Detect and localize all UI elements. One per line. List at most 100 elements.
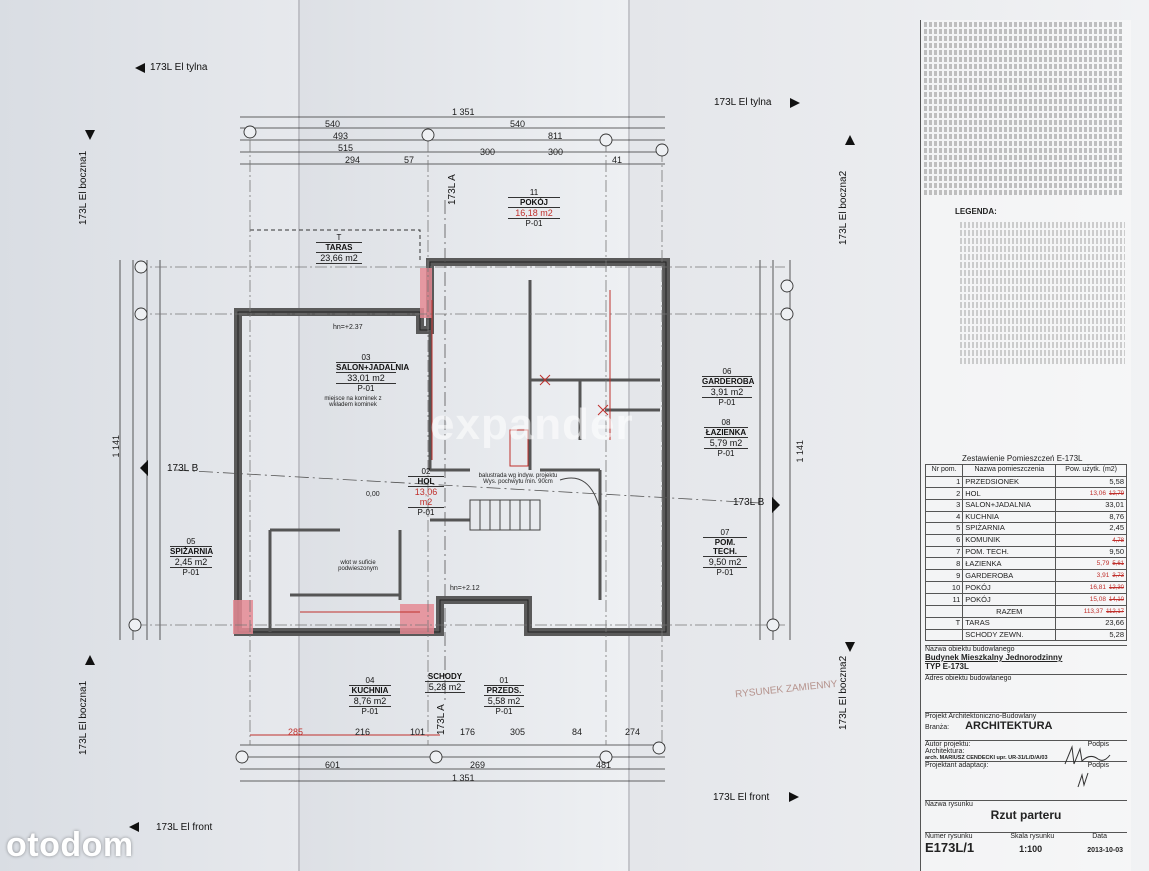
room-name: POKÓJ <box>508 198 560 208</box>
legend-title: LEGENDA: <box>955 207 997 216</box>
object-box: Nazwa obiektu budowlanego Budynek Mieszk… <box>925 645 1127 704</box>
elevation-label: 173L El boczna2 <box>838 170 849 245</box>
title-block <box>920 20 1131 871</box>
area-value: 113,37 <box>1083 608 1104 615</box>
row-number: 7 <box>924 545 964 558</box>
drawing-label: Nazwa rysunku <box>925 801 973 808</box>
fireplace-note: miejsce na kominek z wkładem kominek <box>324 396 382 408</box>
branch-label: Branża: <box>925 724 950 731</box>
room-label: 11 POKÓJ 16,18 m2 P-01 <box>508 188 560 228</box>
room-code: P-01 <box>357 384 375 393</box>
row-number: 4 <box>924 510 964 523</box>
row-area: 2,45 <box>1055 522 1127 535</box>
room-area: 23,66 m2 <box>316 253 362 264</box>
room-label: 05 SPIŻARNIA 2,45 m2 P-01 <box>170 537 214 577</box>
room-schedule-table: Nr pom. Nazwa pomieszczenia Pow. użytk. … <box>924 464 1127 641</box>
area-value: 5,79 <box>1096 560 1110 567</box>
room-code: P-01 <box>716 568 734 577</box>
area-value: 23,66 <box>1105 618 1124 628</box>
room-name: ŁAZIENKA <box>704 428 748 438</box>
scale-label: Skala rysunku <box>1010 833 1055 840</box>
room-name: HOL <box>408 477 444 487</box>
row-name: GARDEROBA <box>962 569 1057 582</box>
dimension: 285 <box>288 727 304 737</box>
room-number: 06 <box>702 367 752 377</box>
row-number <box>924 628 964 641</box>
room-number: 01 <box>484 676 524 686</box>
table-row: SCHODY ZEWN.5,28 <box>924 628 1127 641</box>
old-area-value: 14,10 <box>1108 597 1124 603</box>
room-number: 08 <box>704 418 748 428</box>
row-name: PRZEDSIONEK <box>962 475 1057 488</box>
watermark: expander <box>430 400 634 449</box>
room-code: P-01 <box>718 398 736 407</box>
object-label: Nazwa obiektu budowlanego <box>925 646 1015 653</box>
room-label: 06 GARDEROBA 3,91 m2 P-01 <box>702 367 754 407</box>
old-area-value: 4,78 <box>1112 537 1124 544</box>
row-number: T <box>924 617 964 630</box>
dimension: 269 <box>470 760 486 770</box>
row-name: SALON+JADALNIA <box>962 499 1057 512</box>
room-name: SPIŻARNIA <box>170 547 214 557</box>
author-box: Autor projektu: Podpis Architektura: arc… <box>925 740 1127 797</box>
elevation-label: 173L El boczna1 <box>78 680 89 755</box>
old-area-value: 3,73 <box>1112 573 1124 579</box>
row-name: SCHODY ZEWN. <box>962 628 1057 641</box>
row-number: 1 <box>924 475 964 488</box>
paper-fold <box>298 0 300 871</box>
dimension: 811 <box>548 131 563 141</box>
table-header: Nazwa pomieszczenia <box>962 464 1057 477</box>
old-area-value: 112,17 <box>1106 609 1124 615</box>
row-number: 8 <box>924 557 964 570</box>
room-area: 16,18 m2 <box>508 208 560 219</box>
branch-value: ARCHITEKTURA <box>965 720 1053 732</box>
adapter-label: Projektant adaptacji: <box>925 762 989 769</box>
room-label: T TARAS 23,66 m2 <box>316 233 362 264</box>
dimension: 540 <box>510 119 526 129</box>
room-label: 07 POM. TECH. 9,50 m2 P-01 <box>703 528 747 577</box>
elevation-label: 173L El boczna2 <box>838 655 849 730</box>
room-area: 8,76 m2 <box>349 696 391 707</box>
room-label: SCHODY 5,28 m2 <box>425 672 465 693</box>
room-name: SCHODY <box>425 672 465 682</box>
room-area: 5,28 m2 <box>425 682 465 693</box>
room-code: P-01 <box>495 707 513 716</box>
object-name: Budynek Mieszkalny Jednorodzinny <box>925 653 1063 662</box>
dimension-total: 1 141 <box>795 440 805 463</box>
architecture-label: Architektura: <box>925 748 965 755</box>
row-number: 9 <box>924 569 964 582</box>
row-area: 5,58 <box>1055 475 1127 488</box>
dimension: 481 <box>596 760 612 770</box>
object-type: TYP E-173L <box>925 662 969 671</box>
dimension: 57 <box>404 155 415 165</box>
room-area: 9,50 m2 <box>703 557 747 568</box>
row-name: ŁAZIENKA <box>962 557 1057 570</box>
room-label: 02 HOL 13,06 m2 P-01 <box>408 467 444 517</box>
section-label: 173L B <box>167 463 199 474</box>
dimension-total: 1 141 <box>111 435 121 458</box>
dimension: 101 <box>410 727 426 737</box>
area-value: 8,76 <box>1109 511 1124 521</box>
old-area-value: 12,30 <box>1108 585 1124 591</box>
old-area-value: 5,61 <box>1112 561 1124 567</box>
room-area: 5,58 m2 <box>484 696 524 707</box>
dimension: 601 <box>325 760 341 770</box>
drawing-name-box: Nazwa rysunku Rzut parteru <box>925 800 1127 831</box>
room-number: 03 <box>336 353 396 363</box>
row-name: POKÓJ <box>962 581 1057 594</box>
row-number: 3 <box>924 499 964 512</box>
project-box: Projekt Architektoniczno-Budowlany Branż… <box>925 712 1127 739</box>
room-name: SALON+JADALNIA <box>336 363 410 373</box>
room-label: 01 PRZEDS. 5,58 m2 P-01 <box>484 676 524 716</box>
area-value: 33,01 <box>1105 500 1124 510</box>
project-label: Projekt Architektoniczno-Budowlany <box>925 713 1037 720</box>
dimension: 176 <box>460 727 476 737</box>
elevation-label: 173L El front <box>156 822 213 833</box>
